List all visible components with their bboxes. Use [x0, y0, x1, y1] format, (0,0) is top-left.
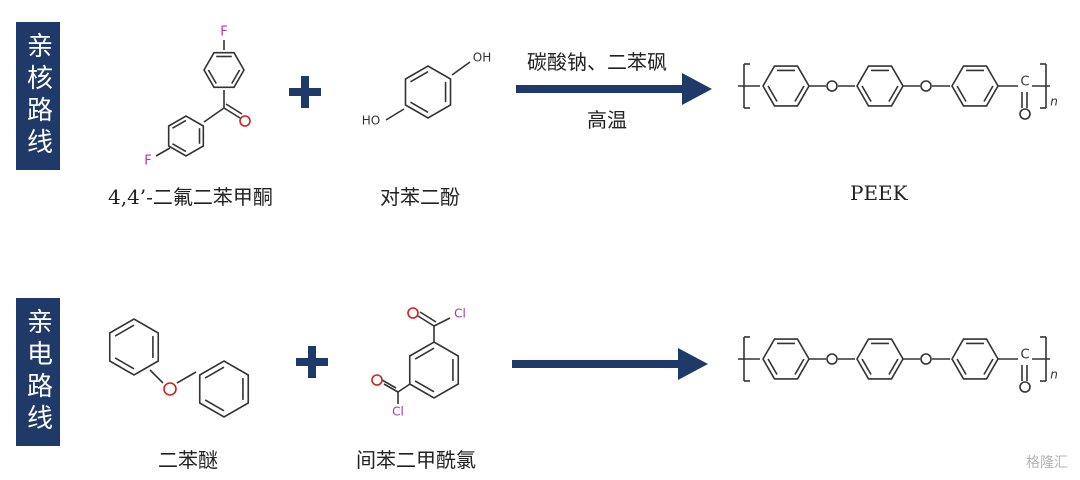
- bond-to-hydroxyl: [451, 61, 471, 76]
- ether-oxygen: [920, 80, 932, 92]
- benzene-ring-lower: [167, 115, 205, 157]
- benzene-ring-hydroquinone: [404, 65, 452, 119]
- ring-double-bond: [983, 358, 994, 375]
- ring-double-bond: [861, 358, 872, 375]
- ring-double-bond: [114, 357, 135, 370]
- ether-oxygen: [826, 353, 838, 365]
- atom-label: HO: [362, 114, 380, 128]
- benzene-ring-2: [856, 338, 904, 380]
- acyl-carbonyl-double-bond: [419, 311, 437, 323]
- plus-sign-route2: [308, 346, 316, 378]
- benzene-ring-upper: [203, 51, 245, 89]
- benzene-ring-3: [951, 65, 999, 107]
- carbonyl-oxygen: [1019, 381, 1031, 393]
- ether-oxygen-red: [163, 382, 177, 396]
- reactant-name-isophthaloyl-chloride: 间苯二甲酰氯: [356, 448, 476, 472]
- acyl-oxygen: [371, 374, 383, 386]
- ring-double-bond: [231, 69, 241, 84]
- benzene-ring-left: [108, 318, 160, 376]
- route-tag-nucleophilic: 亲核路线: [16, 22, 60, 170]
- ring-double-bond: [861, 85, 872, 102]
- bond-to-acyl-carbon: [397, 383, 411, 393]
- plus-sign-route1: [301, 76, 309, 108]
- benzene-ring-1: [762, 338, 810, 380]
- ring-double-bond: [956, 358, 967, 375]
- ring-double-bond: [410, 71, 429, 83]
- ring-double-bond: [172, 119, 187, 129]
- ring-double-bond: [207, 69, 217, 84]
- atom-label: F: [144, 154, 151, 169]
- bond-to-ether-oxygen: [176, 371, 197, 384]
- atom-label: C: [1020, 75, 1029, 90]
- ring-double-bond: [410, 101, 429, 113]
- ether-oxygen: [920, 353, 932, 365]
- carbonyl-oxygen: [239, 115, 251, 127]
- atom-label: Cl: [392, 405, 404, 419]
- atom-label: n: [1050, 368, 1058, 382]
- ether-oxygen: [826, 80, 838, 92]
- ring-double-bond: [983, 85, 994, 102]
- ring-double-bond: [888, 85, 899, 102]
- reaction-arrow-route2: [512, 360, 680, 368]
- benzene-ring-2: [856, 65, 904, 107]
- ring-double-bond: [204, 399, 225, 412]
- ring-double-bond: [956, 85, 967, 102]
- atom-label: C: [1020, 348, 1029, 363]
- ring-double-bond: [204, 366, 225, 379]
- ring-double-bond: [794, 85, 805, 102]
- atom-label: Cl: [454, 307, 466, 321]
- reaction-arrow-route1: [516, 85, 684, 93]
- atom-label: n: [1050, 95, 1058, 109]
- reactant-name-diphenyl-ether: 二苯醚: [158, 448, 218, 472]
- acyl-carbonyl-bond: [417, 315, 435, 327]
- reactant-name-difluorobenzophenone: 4,4’-二氟二苯甲酮: [108, 185, 273, 209]
- atom-label: F: [220, 25, 227, 40]
- benzene-ring-isophthaloyl: [408, 341, 460, 399]
- benzene-ring-right: [198, 360, 250, 418]
- bond-to-hydroxyl: [385, 108, 405, 121]
- bond-to-chlorine: [433, 317, 451, 327]
- bond-to-fluorine: [155, 147, 171, 157]
- carbonyl-bond: [223, 107, 241, 119]
- carbonyl-double-bond: [225, 103, 243, 115]
- acyl-oxygen: [407, 307, 419, 319]
- ring-double-bond: [114, 324, 135, 337]
- bond-to-lower-ring: [203, 107, 225, 123]
- reactant-name-hydroquinone: 对苯二酚: [380, 185, 460, 209]
- ring-double-bond: [414, 380, 435, 393]
- condition-above-arrow: 碳酸钠、二苯砜: [527, 50, 667, 74]
- ring-double-bond: [794, 358, 805, 375]
- acyl-carbonyl-bond: [383, 383, 399, 393]
- ring-double-bond: [767, 85, 778, 102]
- benzene-ring-1: [762, 65, 810, 107]
- ring-double-bond: [414, 347, 435, 360]
- ring-double-bond: [767, 358, 778, 375]
- condition-below-arrow: 高温: [587, 108, 627, 132]
- atom-label: OH: [473, 51, 491, 65]
- reaction-arrow-route1-head: [682, 73, 712, 105]
- reaction-arrow-route2-head: [678, 348, 708, 380]
- benzene-ring-3: [951, 338, 999, 380]
- route-tag-electrophilic: 亲电路线: [16, 298, 60, 446]
- carbonyl-oxygen: [1019, 108, 1031, 120]
- watermark-logo: 格隆汇: [1026, 455, 1068, 471]
- acyl-carbonyl-double-bond: [381, 379, 397, 389]
- product-name-peek: PEEK: [850, 181, 908, 205]
- ring-double-bond: [888, 358, 899, 375]
- bond-to-ether-oxygen: [149, 369, 164, 384]
- ring-double-bond: [172, 143, 187, 153]
